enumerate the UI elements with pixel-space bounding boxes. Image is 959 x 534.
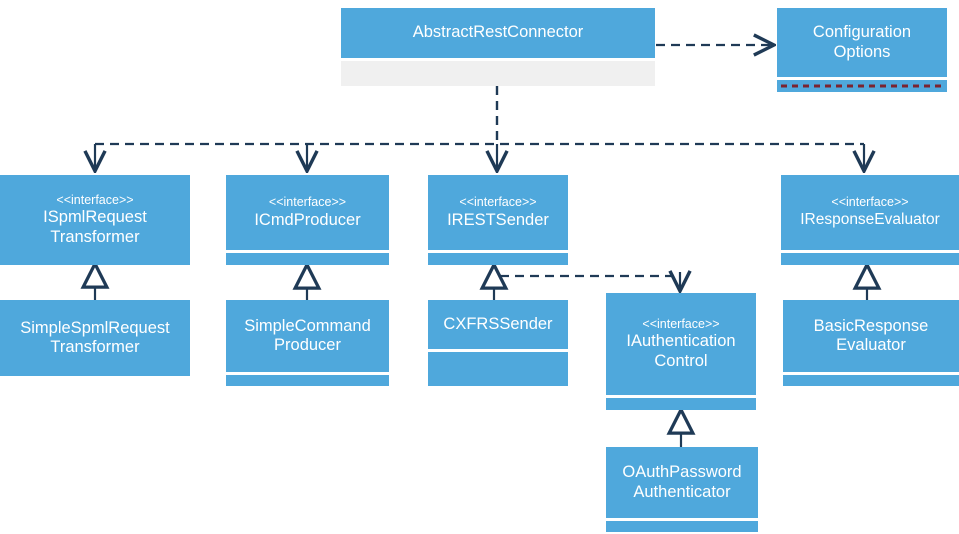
- class-header: <<interface>> IAuthentication Control: [606, 293, 756, 395]
- compartment-divider: [428, 349, 568, 352]
- class-irest-sender[interactable]: <<interface>> IRESTSender: [428, 175, 568, 265]
- class-header: SimpleCommand Producer: [226, 300, 389, 372]
- class-attributes-compartment: [341, 61, 655, 86]
- class-stereotype: <<interface>>: [831, 195, 909, 210]
- compartment-divider: [783, 372, 959, 375]
- class-header: SimpleSpmlRequest Transformer: [0, 300, 190, 376]
- class-attributes-compartment: [783, 375, 959, 386]
- compartment-divider: [226, 372, 389, 375]
- compartment-divider: [341, 58, 655, 61]
- class-attributes-compartment: [226, 253, 389, 265]
- class-iauthentication-control[interactable]: <<interface>> IAuthentication Control: [606, 293, 756, 410]
- class-attributes-compartment: [781, 253, 959, 265]
- class-attributes-compartment: [777, 80, 947, 92]
- class-name: IAuthentication Control: [626, 332, 736, 370]
- class-header: <<interface>> ISpmlRequest Transformer: [0, 175, 190, 265]
- class-attributes-compartment: [606, 398, 756, 410]
- class-header: BasicResponse Evaluator: [783, 300, 959, 372]
- class-header: AbstractRestConnector: [341, 8, 655, 58]
- class-stereotype: <<interface>>: [56, 192, 134, 207]
- class-name: SimpleSpmlRequest Transformer: [20, 318, 170, 356]
- class-header: Configuration Options: [777, 8, 947, 77]
- class-name: IResponseEvaluator: [800, 211, 940, 229]
- class-basic-response-evaluator[interactable]: BasicResponse Evaluator: [783, 300, 959, 386]
- class-name: IRESTSender: [447, 210, 549, 229]
- class-cxfrs-sender[interactable]: CXFRSSender: [428, 300, 568, 386]
- class-attributes-compartment: [428, 352, 568, 386]
- class-attributes-compartment: [428, 253, 568, 265]
- class-iresponse-evaluator[interactable]: <<interface>> IResponseEvaluator: [781, 175, 959, 265]
- class-header: <<interface>> ICmdProducer: [226, 175, 389, 250]
- class-header: CXFRSSender: [428, 300, 568, 349]
- class-header: <<interface>> IResponseEvaluator: [781, 175, 959, 250]
- compartment-divider: [606, 518, 758, 521]
- class-name: ICmdProducer: [254, 210, 361, 229]
- class-stereotype: <<interface>>: [642, 316, 720, 331]
- class-icmd-producer[interactable]: <<interface>> ICmdProducer: [226, 175, 389, 265]
- class-stereotype: <<interface>>: [459, 194, 537, 209]
- compartment-divider: [606, 395, 756, 398]
- class-header: <<interface>> IRESTSender: [428, 175, 568, 250]
- compartment-divider: [226, 250, 389, 253]
- class-abstract-rest-connector[interactable]: AbstractRestConnector: [341, 8, 655, 86]
- class-name: OAuthPassword Authenticator: [622, 463, 742, 501]
- class-ispml-request-transformer[interactable]: <<interface>> ISpmlRequest Transformer: [0, 175, 190, 265]
- class-configuration-options[interactable]: Configuration Options: [777, 8, 947, 92]
- class-stereotype: <<interface>>: [268, 194, 347, 209]
- class-simple-command-producer[interactable]: SimpleCommand Producer: [226, 300, 389, 386]
- class-header: OAuthPassword Authenticator: [606, 447, 758, 518]
- rel-irest-iauth: [500, 272, 680, 290]
- class-oauth-password-authenticator[interactable]: OAuthPassword Authenticator: [606, 447, 758, 532]
- compartment-divider: [777, 77, 947, 80]
- class-simple-spml-request-transformer[interactable]: SimpleSpmlRequest Transformer: [0, 300, 190, 376]
- class-name: CXFRSSender: [443, 314, 553, 333]
- class-name: BasicResponse Evaluator: [813, 316, 929, 354]
- class-attributes-compartment: [606, 521, 758, 532]
- class-attributes-compartment: [226, 375, 389, 386]
- class-name: SimpleCommand Producer: [244, 316, 371, 354]
- class-name: Configuration Options: [812, 23, 912, 61]
- rel-connector-bus: [95, 86, 864, 146]
- compartment-divider: [781, 250, 959, 253]
- compartment-divider: [428, 250, 568, 253]
- class-name: AbstractRestConnector: [412, 23, 584, 42]
- class-name: ISpmlRequest Transformer: [43, 208, 147, 246]
